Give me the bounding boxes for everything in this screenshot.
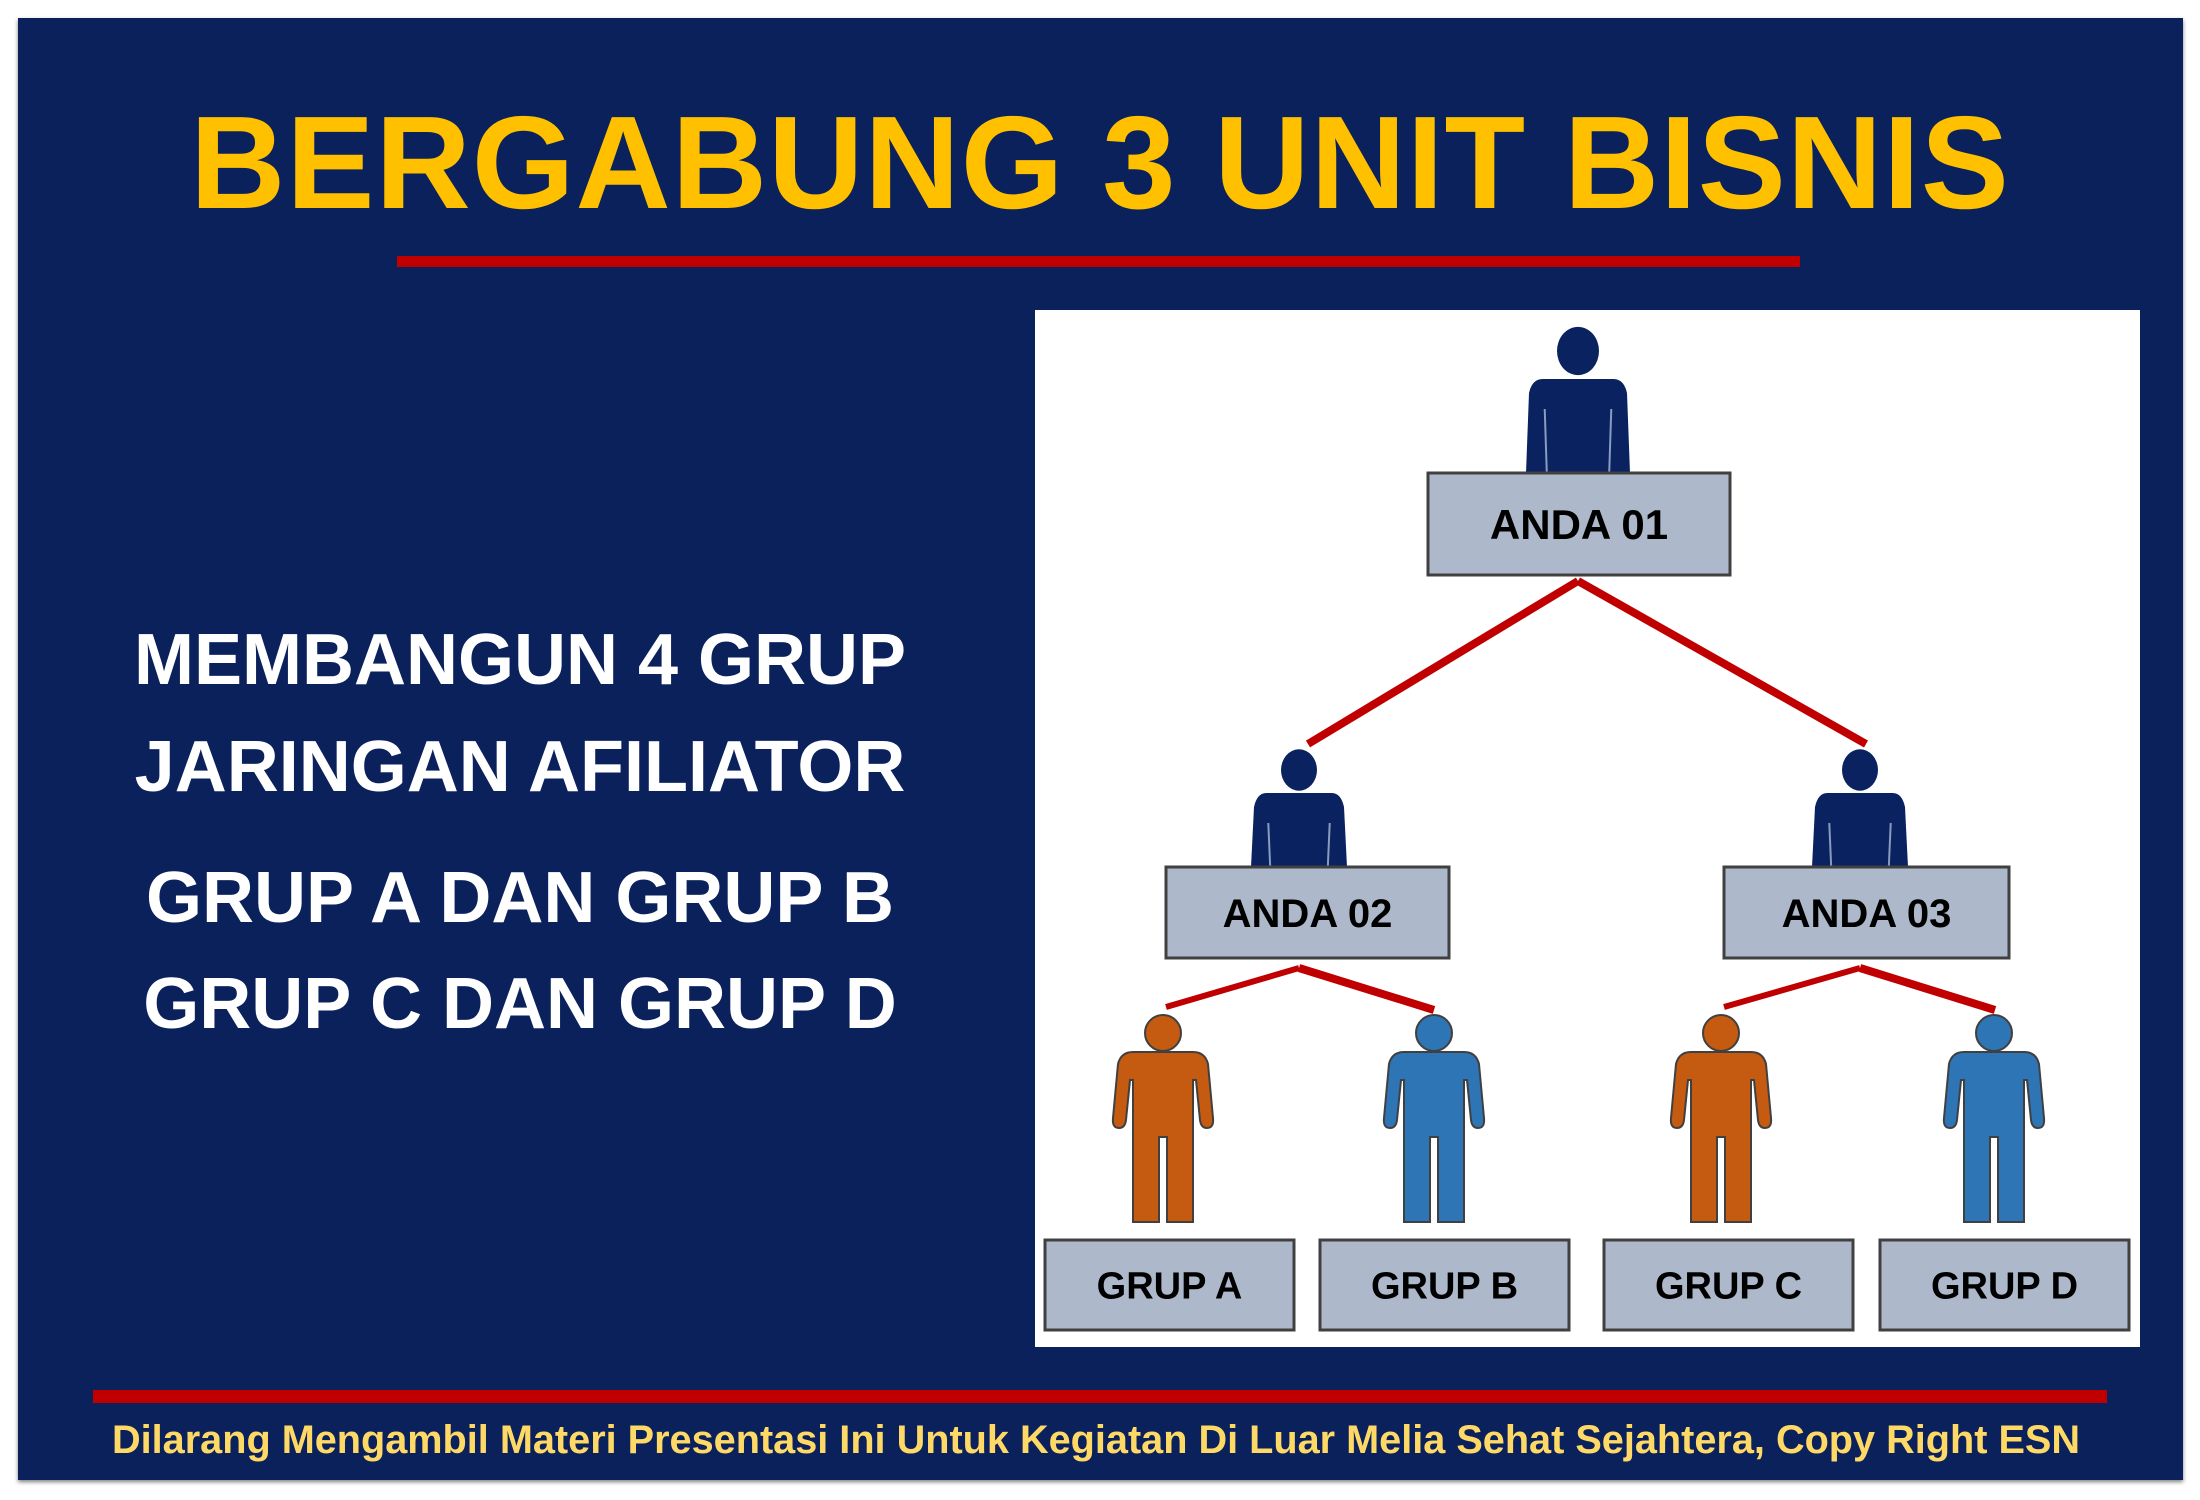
member-person-icon (1669, 1014, 1773, 1223)
person-body (1111, 1051, 1215, 1223)
footer-notice: Dilarang Mengambil Materi Presentasi Ini… (112, 1418, 2080, 1462)
node-anda-01: ANDA 01 (1426, 471, 1732, 577)
connector-line (1305, 577, 1581, 748)
group-box-a-label: GRUP A (1097, 1266, 1243, 1308)
group-box-b-rect (1318, 1238, 1571, 1332)
group-box-a: GRUP A (1043, 1238, 1296, 1332)
footer-divider (93, 1390, 2107, 1403)
leader-person-icon (1526, 326, 1630, 474)
node-anda-03-label: ANDA 03 (1782, 892, 1952, 936)
description-line-3: GRUP A DAN GRUP B (145, 858, 895, 938)
arm-highlight (1326, 822, 1331, 868)
person-body (1669, 1051, 1773, 1223)
connector-line (1297, 964, 1436, 1014)
person-head (1975, 1014, 2013, 1052)
arm-highlight (1828, 822, 1833, 868)
member-person-icon (1382, 1014, 1486, 1223)
person-body (1942, 1051, 2046, 1223)
group-box-c: GRUP C (1602, 1238, 1855, 1332)
group-box-a-rect (1043, 1238, 1296, 1332)
group-box-b-label: GRUP B (1371, 1266, 1518, 1308)
network-tree-svg: ANDA 01 ANDA 02 ANDA 03 GRUP A GRUP B GRUP C G… (1043, 326, 2131, 1332)
person-body (1382, 1051, 1486, 1223)
connector-line (1165, 965, 1300, 1010)
description-line-4: GRUP C DAN GRUP D (143, 964, 897, 1044)
connector-line (1858, 964, 1997, 1014)
group-box-d-rect (1878, 1238, 2131, 1332)
arm-highlight (1887, 822, 1892, 868)
leader-person-icon (1251, 749, 1347, 868)
person-body (1812, 793, 1908, 867)
person-head (1281, 749, 1317, 791)
person-head (1415, 1014, 1453, 1052)
slide-title: BERGABUNG 3 UNIT BISNIS (190, 89, 2010, 236)
person-body (1526, 379, 1630, 473)
node-anda-01-label: ANDA 01 (1490, 501, 1668, 548)
title-underline (397, 256, 1800, 267)
group-box-c-label: GRUP C (1655, 1266, 1802, 1308)
description-line-1: MEMBANGUN 4 GRUP (133, 620, 907, 700)
arm-highlight (1608, 408, 1613, 474)
node-anda-02-label: ANDA 02 (1223, 892, 1393, 936)
member-person-icon (1111, 1014, 1215, 1223)
network-diagram: ANDA 01 ANDA 02 ANDA 03 GRUP A GRUP B GRUP C G… (1035, 310, 2140, 1347)
description-line-2: JARINGAN AFILIATOR (134, 727, 906, 807)
group-box-c-rect (1602, 1238, 1855, 1332)
person-head (1144, 1014, 1182, 1052)
node-anda-03: ANDA 03 (1722, 865, 2011, 960)
node-anda-02: ANDA 02 (1164, 865, 1451, 960)
group-box-d-label: GRUP D (1931, 1266, 2078, 1308)
node-anda-01-rect (1426, 471, 1732, 577)
copyright-text: Dilarang Mengambil Materi Presentasi Ini… (112, 1418, 2080, 1462)
arm-highlight (1267, 822, 1272, 868)
person-body (1251, 793, 1347, 867)
node-anda-02-rect (1164, 865, 1451, 960)
connector-line (1576, 577, 1868, 748)
person-head (1557, 326, 1599, 376)
group-box-b: GRUP B (1318, 1238, 1571, 1332)
connector-line (1723, 965, 1861, 1010)
node-anda-03-rect (1722, 865, 2011, 960)
person-head (1842, 749, 1878, 791)
leader-person-icon (1812, 749, 1908, 868)
group-box-d: GRUP D (1878, 1238, 2131, 1332)
arm-highlight (1543, 408, 1548, 474)
member-person-icon (1942, 1014, 2046, 1223)
person-head (1702, 1014, 1740, 1052)
